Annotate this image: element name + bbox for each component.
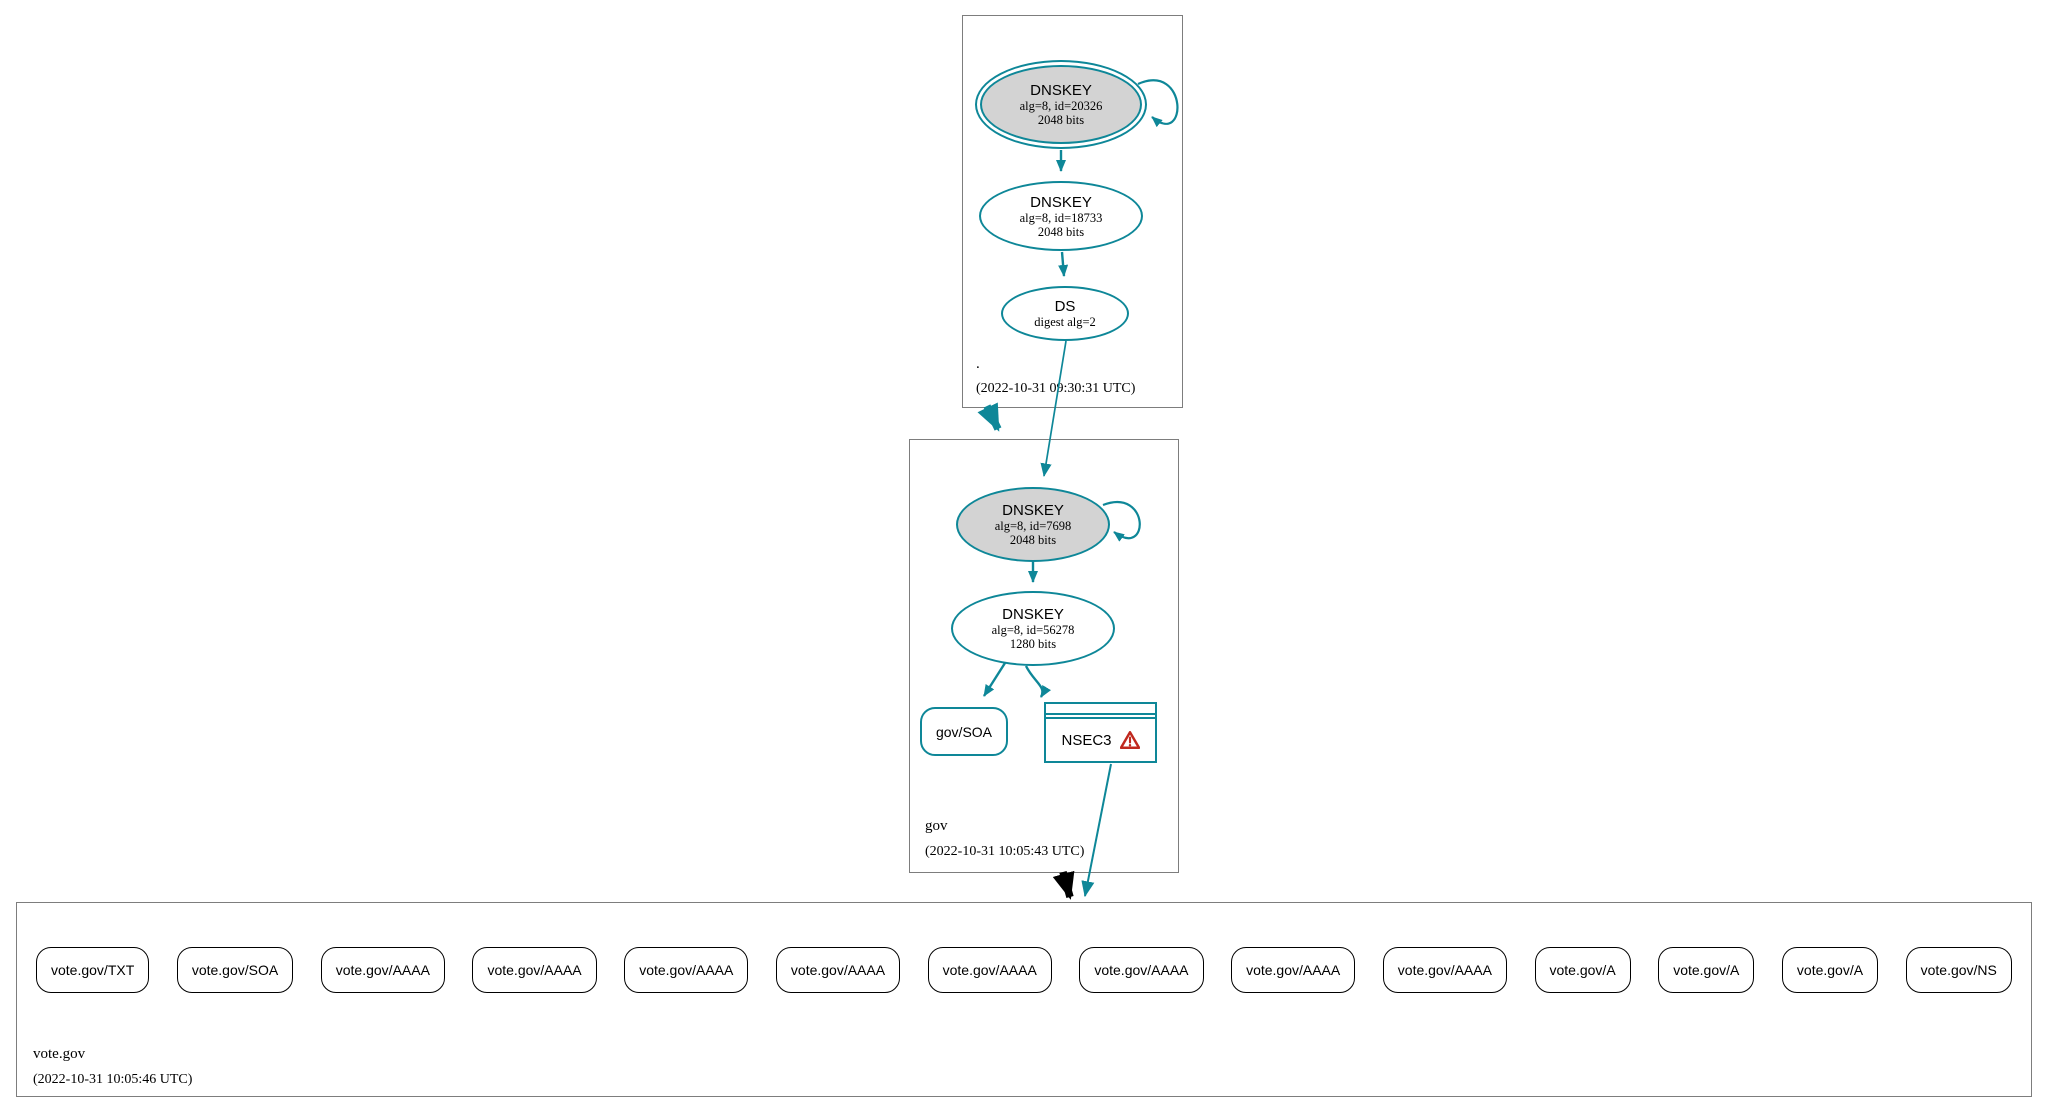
node-detail: 1280 bits [1009, 637, 1057, 651]
rrset-label: gov/SOA [935, 723, 993, 740]
gov-soa-rrset-node[interactable]: gov/SOA [920, 707, 1008, 756]
gov-zsk-dnskey-node[interactable]: DNSKEY alg=8, id=56278 1280 bits [951, 591, 1115, 666]
zone-timestamp-vote-gov: (2022-10-31 10:05:46 UTC) [33, 1072, 193, 1087]
node-title: DNSKEY [1002, 606, 1064, 623]
rrset-node-8-aaaa[interactable]: vote.gov/AAAA [1231, 947, 1356, 993]
node-detail: 2048 bits [1037, 224, 1085, 239]
rrset-node-3-aaaa[interactable]: vote.gov/AAAA [472, 947, 597, 993]
node-title: DNSKEY [1002, 502, 1064, 519]
rrset-node-10-a[interactable]: vote.gov/A [1534, 947, 1631, 993]
node-detail: 2048 bits [1037, 113, 1085, 127]
zone-box-root [962, 15, 1183, 408]
rrset-node-6-aaaa[interactable]: vote.gov/AAAA [927, 947, 1052, 993]
gov-nsec3-node[interactable]: NSEC3 [1044, 702, 1157, 763]
rrset-node-5-aaaa[interactable]: vote.gov/AAAA [775, 947, 901, 993]
warning-triangle-icon [1119, 731, 1140, 749]
zone-box-vote-gov [16, 902, 2032, 1097]
root-ksk-inner-ring: DNSKEY alg=8, id=20326 2048 bits [980, 65, 1142, 144]
edge-root-to-gov-delegation [977, 402, 1002, 432]
rrset-node-9-aaaa[interactable]: vote.gov/AAAA [1382, 947, 1507, 993]
rrset-node-4-aaaa[interactable]: vote.gov/AAAA [624, 947, 749, 993]
nsec3-label: NSEC3 [1061, 731, 1112, 749]
node-title: DNSKEY [1030, 82, 1092, 99]
root-ksk-dnskey-node[interactable]: DNSKEY alg=8, id=20326 2048 bits [975, 60, 1147, 149]
node-detail: digest alg=2 [1034, 315, 1096, 329]
gov-ksk-dnskey-node[interactable]: DNSKEY alg=8, id=7698 2048 bits [956, 487, 1110, 562]
rrset-node-12-a[interactable]: vote.gov/A [1781, 947, 1879, 993]
zone-timestamp-root: (2022-10-31 09:30:31 UTC) [976, 381, 1136, 396]
root-ds-node[interactable]: DS digest alg=2 [1001, 286, 1129, 341]
node-detail: alg=8, id=20326 [1019, 99, 1103, 113]
rrset-node-11-a[interactable]: vote.gov/A [1658, 947, 1755, 993]
vote-gov-rrset-row: vote.gov/TXT vote.gov/SOA vote.gov/AAAA vot… [36, 947, 2012, 993]
zone-label-gov: gov [925, 818, 948, 834]
node-detail: alg=8, id=7698 [994, 519, 1072, 533]
rrset-node-7-aaaa[interactable]: vote.gov/AAAA [1079, 947, 1204, 993]
node-title: DNSKEY [1030, 193, 1092, 211]
nsec3-header-bar [1046, 704, 1155, 719]
zone-label-root: . [976, 356, 980, 372]
zone-timestamp-gov: (2022-10-31 10:05:43 UTC) [925, 844, 1085, 859]
node-detail: 2048 bits [1009, 533, 1057, 547]
edge-gov-to-vote-gov-delegation [1052, 870, 1075, 900]
node-detail: alg=8, id=56278 [991, 623, 1075, 637]
root-zsk-dnskey-node[interactable]: DNSKEY alg=8, id=18733 2048 bits [979, 181, 1143, 251]
rrset-node-0-txt[interactable]: vote.gov/TXT [36, 947, 150, 993]
rrset-node-13-ns[interactable]: vote.gov/NS [1905, 947, 2012, 993]
node-detail: alg=8, id=18733 [1019, 210, 1103, 225]
rrset-node-2-aaaa[interactable]: vote.gov/AAAA [320, 947, 445, 993]
node-title: DS [1054, 298, 1076, 315]
rrset-node-1-soa[interactable]: vote.gov/SOA [176, 947, 294, 993]
zone-label-vote-gov: vote.gov [33, 1046, 86, 1062]
